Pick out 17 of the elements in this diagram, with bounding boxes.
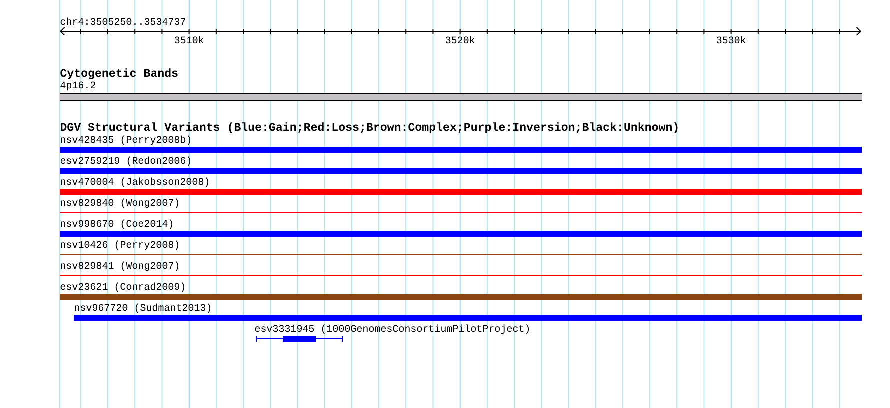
- tick-label: 3530k: [716, 36, 746, 44]
- variant-label: nsv428435 (Perry2008b): [61, 136, 191, 146]
- variant-label: esv2759219 (Redon2006): [60, 156, 191, 166]
- track-title: Cytogenetic Bands: [60, 68, 178, 80]
- coordinate-range: chr4:3505250..3534737: [60, 18, 186, 26]
- variant-label: nsv967720 (Sudmant2013): [75, 304, 211, 314]
- variant-label: esv23621 (Conrad2009): [60, 282, 185, 292]
- variant-label: nsv829841 (Wong2007): [61, 262, 179, 272]
- variant-label: esv3331945 (1000GenomesConsortiumPilotProject): [255, 324, 530, 334]
- tick-label: 3510k: [174, 36, 204, 44]
- variant-label: nsv998670 (Coe2014): [61, 220, 173, 230]
- variant-label: nsv829840 (Wong2007): [61, 198, 179, 208]
- variant-label: nsv470004 (Jakobsson2008): [61, 178, 209, 188]
- track-title: DGV Structural Variants (Blue:Gain;Red:Loss;Brown:Complex;Purple:Inversion;Black:Unknown): [60, 122, 678, 134]
- band-label: 4p16.2: [60, 82, 96, 91]
- tick-label: 3520k: [446, 36, 475, 44]
- variant-label: nsv10426 (Perry2008): [61, 240, 179, 250]
